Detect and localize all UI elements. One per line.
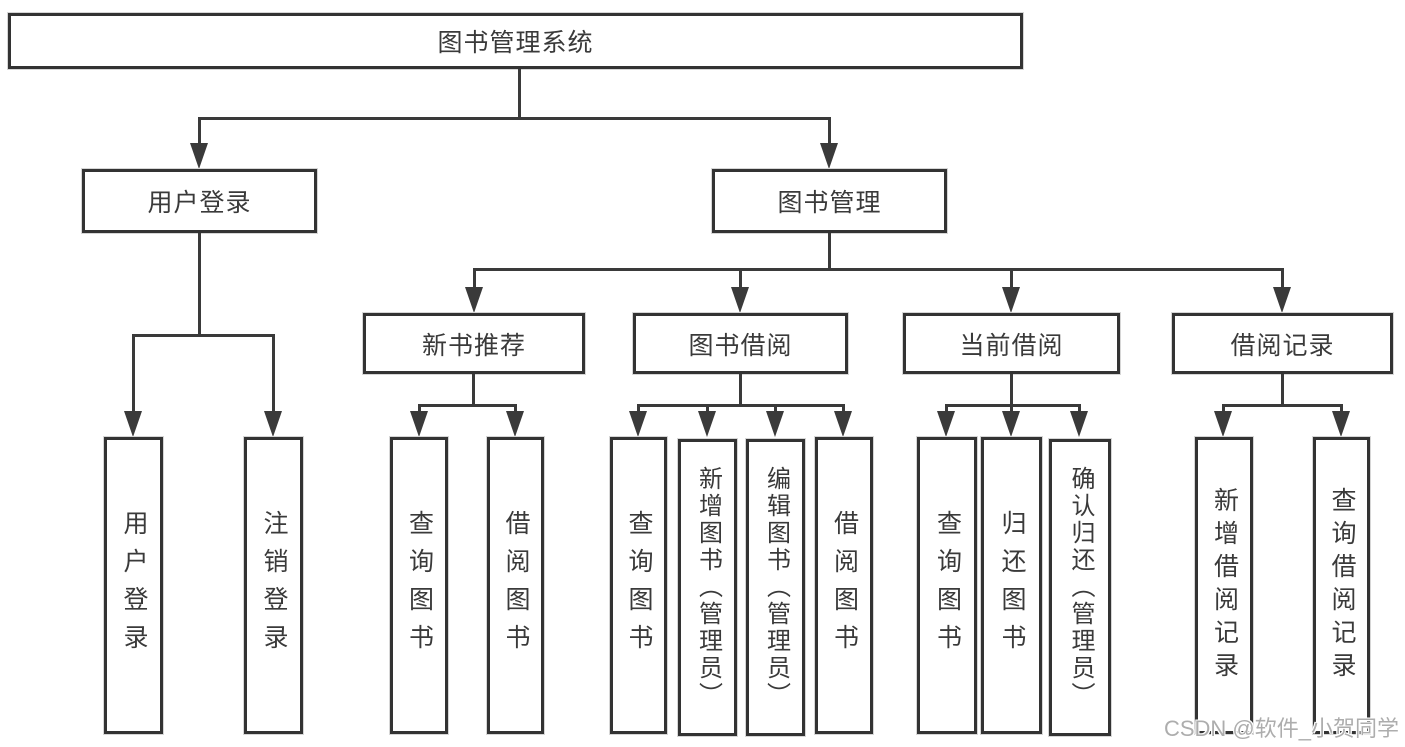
node-borrow-record: 借阅记录 [1172, 313, 1393, 374]
leaf-query-book-1: 查询图书 [390, 437, 448, 734]
connector-current-drop [1010, 268, 1013, 290]
leaf-borrow-book-1-label: 借阅图书 [502, 509, 530, 662]
leaf-query-book-1-label: 查询图书 [405, 509, 434, 662]
connector-leaf-drop [945, 404, 948, 413]
connector-leaf-drop [637, 404, 640, 413]
node-new-book-rec: 新书推荐 [363, 313, 585, 374]
leaf-query-book-2-label: 查询图书 [625, 509, 653, 662]
leaf-confirm-return-label: 确认归还（管理员） [1067, 466, 1094, 709]
connector-group2-rail [418, 404, 517, 407]
node-book-borrow: 图书借阅 [633, 313, 848, 374]
arrowhead-leaf [937, 411, 955, 437]
arrowhead-leaf [410, 411, 428, 437]
node-book-mgmt-label: 图书管理 [777, 189, 882, 217]
node-user-login: 用户登录 [82, 169, 317, 233]
leaf-query-book-2: 查询图书 [610, 437, 667, 734]
connector-bookmgmt-drop [828, 117, 831, 145]
leaf-logout-label: 注销登录 [260, 509, 288, 662]
leaf-add-book: 新增图书（管理员） [678, 439, 737, 736]
arrowhead-leaf [834, 411, 852, 437]
arrowhead-leaf [629, 411, 647, 437]
connector-leaf-drop [706, 404, 709, 413]
node-book-borrow-label: 图书借阅 [688, 331, 793, 360]
connector-group5-stem [1281, 374, 1284, 406]
csdn-watermark: CSDN @软件_小贺同学 [1163, 716, 1399, 741]
leaf-user-login-label: 用户登录 [120, 509, 148, 662]
node-root: 图书管理系统 [8, 13, 1023, 69]
leaf-add-borrow-record: 新增借阅记录 [1195, 437, 1253, 734]
leaf-query-book-3: 查询图书 [917, 437, 977, 734]
connector-group4-stem [1010, 374, 1013, 406]
connector-leaf-drop [1010, 404, 1013, 413]
leaf-edit-book-label: 编辑图书（管理员） [762, 466, 790, 709]
arrowhead-borrow [731, 287, 749, 313]
leaf-query-borrow-record: 查询借阅记录 [1313, 437, 1370, 734]
connector-leaf-drop [1340, 404, 1343, 413]
arrowhead-bookmgmt [820, 143, 838, 169]
arrowhead-leaf [264, 411, 282, 437]
connector-group2-stem [472, 374, 475, 406]
leaf-query-book-3-label: 查询图书 [933, 509, 962, 662]
arrowhead-current [1002, 287, 1020, 313]
arrowhead-record [1273, 287, 1291, 313]
connector-borrow-drop [739, 268, 742, 290]
leaf-add-book-label: 新增图书（管理员） [694, 466, 722, 709]
leaf-user-login: 用户登录 [104, 437, 163, 734]
leaf-add-borrow-record-label: 新增借阅记录 [1210, 486, 1239, 685]
arrowhead-leaf [124, 411, 142, 437]
connector-bookmgmt-stem [828, 233, 831, 270]
node-root-label: 图书管理系统 [437, 29, 594, 57]
connector-userlogin-drop [198, 117, 201, 145]
connector-group3-rail [637, 404, 844, 407]
arrowhead-newbook [465, 287, 483, 313]
connector-leaf-drop [774, 404, 777, 413]
connector-record-drop [1281, 268, 1284, 290]
leaf-borrow-book-2: 借阅图书 [815, 437, 873, 734]
arrowhead-leaf [766, 411, 784, 437]
connector-leaf-drop [1222, 404, 1225, 413]
node-user-login-label: 用户登录 [147, 189, 252, 217]
node-book-mgmt: 图书管理 [712, 169, 947, 233]
arrowhead-leaf [1214, 411, 1232, 437]
leaf-edit-book: 编辑图书（管理员） [746, 439, 805, 736]
connector-leaf-drop [272, 334, 275, 412]
leaf-query-borrow-record-label: 查询借阅记录 [1328, 486, 1356, 685]
node-current-borrow: 当前借阅 [903, 313, 1120, 374]
node-new-book-rec-label: 新书推荐 [421, 331, 526, 360]
arrowhead-userlogin [190, 143, 208, 169]
connector-newbook-drop [473, 268, 476, 290]
node-borrow-record-label: 借阅记录 [1230, 331, 1335, 360]
leaf-return-book: 归还图书 [981, 437, 1042, 734]
arrowhead-leaf [506, 411, 524, 437]
arrowhead-leaf [1070, 411, 1088, 437]
leaf-borrow-book-1: 借阅图书 [487, 437, 544, 734]
node-current-borrow-label: 当前借阅 [959, 331, 1064, 360]
connector-leaf-drop [1078, 404, 1081, 413]
connector-leaf-drop [514, 404, 517, 413]
connector-leaf-drop [842, 404, 845, 413]
connector-root-stem [518, 69, 521, 118]
leaf-confirm-return: 确认归还（管理员） [1049, 439, 1111, 736]
connector-leaf-drop [132, 334, 135, 412]
connector-userlogin-rail [132, 334, 274, 337]
connector-group5-rail [1222, 404, 1342, 407]
leaf-return-book-label: 归还图书 [998, 509, 1026, 662]
arrowhead-leaf [1002, 411, 1020, 437]
connector-group4-rail [945, 404, 1081, 407]
leaf-logout: 注销登录 [244, 437, 303, 734]
connector-root-rail [198, 117, 831, 120]
connector-userlogin-stem [198, 233, 201, 335]
arrowhead-leaf [698, 411, 716, 437]
connector-bookmgmt-rail [473, 268, 1283, 271]
connector-leaf-drop [418, 404, 421, 413]
connector-group3-stem [739, 374, 742, 406]
leaf-borrow-book-2-label: 借阅图书 [830, 509, 859, 662]
arrowhead-leaf [1332, 411, 1350, 437]
